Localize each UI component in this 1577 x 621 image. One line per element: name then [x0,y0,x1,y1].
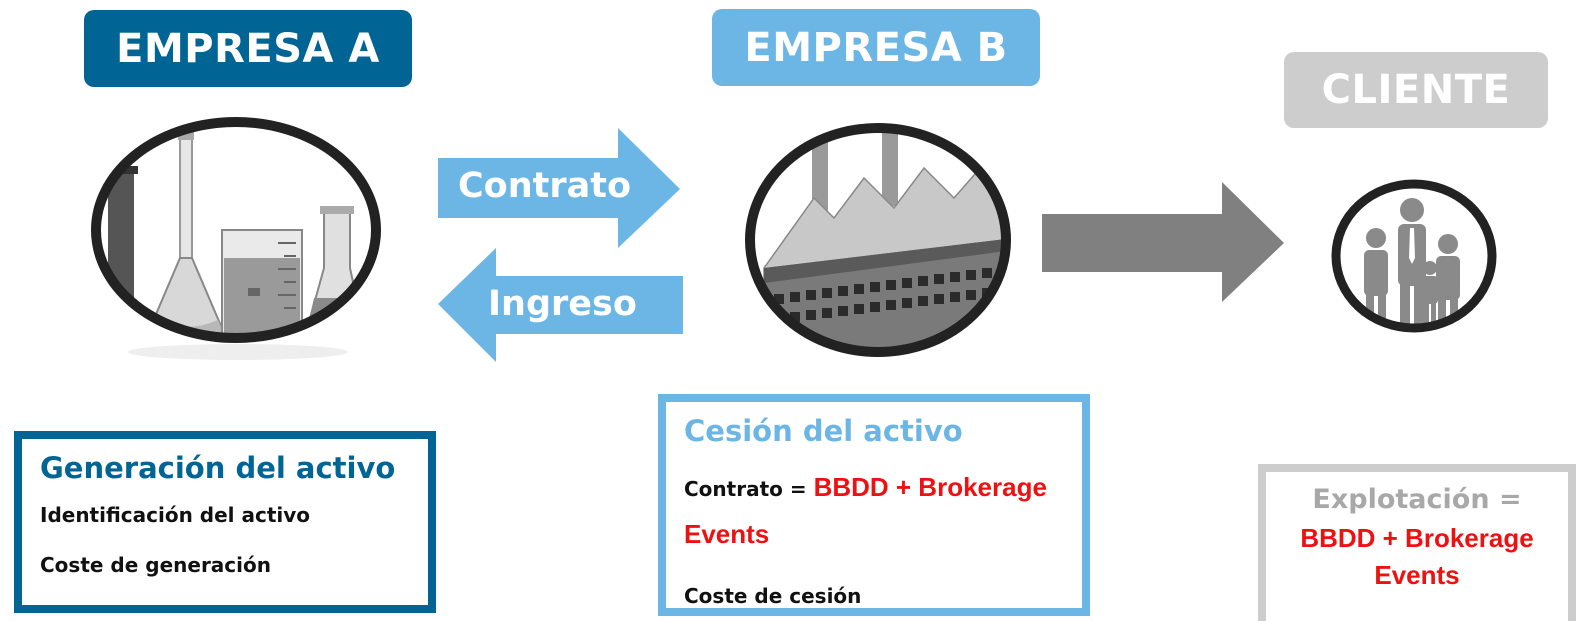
factory-icon [744,118,1019,368]
generacion-line-1: Identificación del activo [40,503,311,527]
contrato-label: Contrato [458,166,632,206]
cesion-coste-line: Coste de cesión [684,584,862,608]
cesion-contrato-label: Contrato = [684,477,814,501]
explotacion-box: Explotación = BBDD + Brokerage Events [1258,464,1576,621]
cesion-contrato-value-a: BBDD + Brokerage [813,472,1047,502]
generacion-box: Generación del activo Identificación del… [14,431,436,613]
lab-glassware-icon [88,108,388,368]
explotacion-title: Explotación = [1312,484,1522,515]
explotacion-value-b: Events [1374,560,1460,590]
cesion-box: Cesión del activo Contrato = BBDD + Brok… [658,394,1090,616]
ingreso-arrow [438,248,683,369]
gray-arrow [1042,182,1287,309]
cesion-title: Cesión del activo [684,414,963,448]
cesion-contrato-value-b: Events [684,519,770,549]
cesion-contrato-line: Contrato = BBDD + Brokerage Events [684,466,1082,560]
ingreso-label: Ingreso [488,284,637,324]
people-group-icon [1330,178,1500,341]
explotacion-value-a: BBDD + Brokerage [1300,523,1534,553]
empresa-a-header: EMPRESA A [84,10,412,87]
generacion-line-2: Coste de generación [40,553,271,577]
cliente-header: CLIENTE [1284,52,1548,128]
contrato-arrow [438,128,683,255]
generacion-title: Generación del activo [40,451,396,485]
empresa-b-header: EMPRESA B [712,9,1040,86]
